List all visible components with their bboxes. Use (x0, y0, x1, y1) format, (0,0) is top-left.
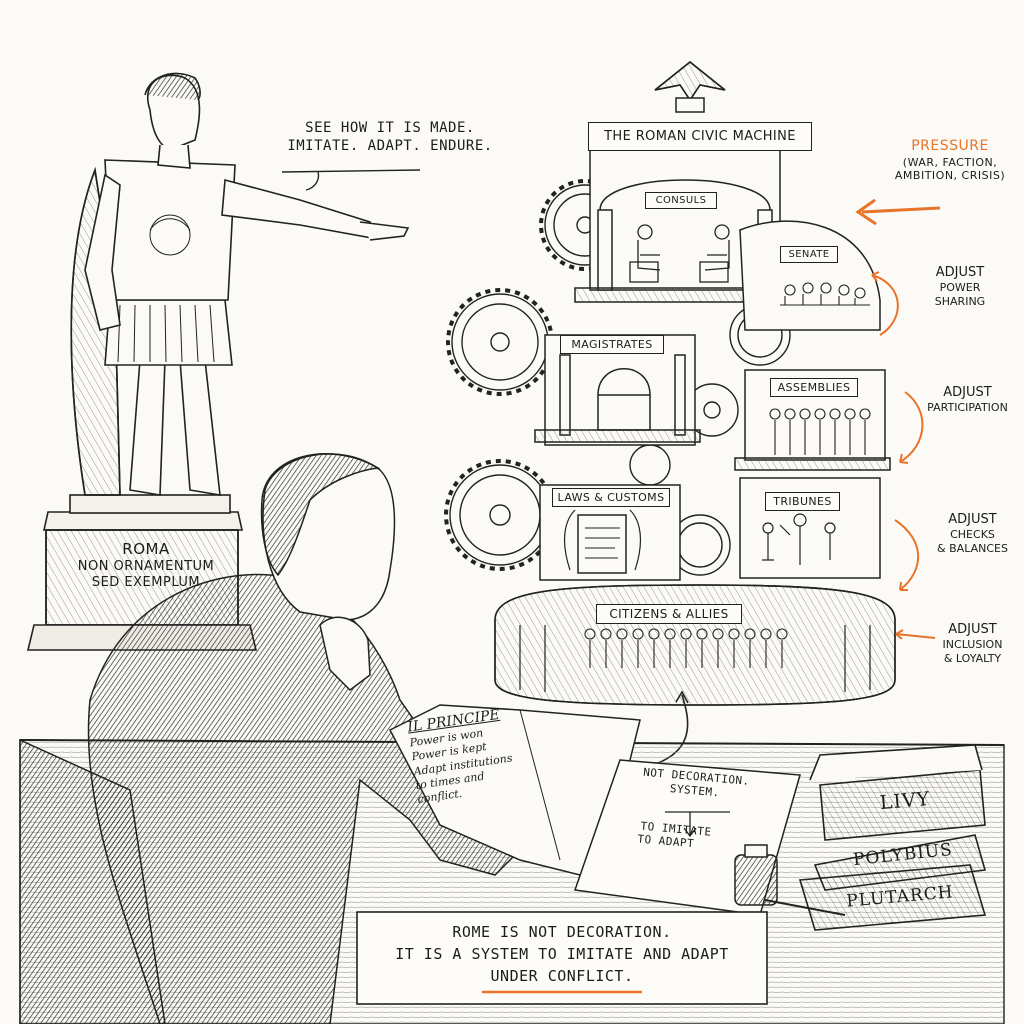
pedestal-line-2: NON ORNAMENTUM (77, 558, 215, 574)
adjust-arrows (871, 271, 936, 640)
adjust-word: ADJUST (948, 622, 997, 637)
adjust-line: & LOYALTY (943, 652, 1002, 665)
adjust-line: INCLUSION (942, 638, 1003, 652)
speech-line-2: IMITATE. ADAPT. ENDURE. (287, 137, 493, 154)
book-page-text: IL PRINCIPE Power is won Power is kept A… (406, 702, 537, 808)
adjust-line: PARTICIPATION (927, 401, 1008, 415)
label-assemblies: ASSEMBLIES (770, 378, 858, 397)
adjust-line: CHECKS (950, 528, 995, 542)
label-tribunes: TRIBUNES (765, 492, 840, 511)
speech-line-1: SEE HOW IT IS MADE. (305, 120, 475, 136)
adjust-line: & BALANCES (937, 542, 1008, 555)
machine-title: THE ROMAN CIVIC MACHINE (588, 122, 812, 151)
pedestal-line-3: SED EXEMPLUM (91, 575, 201, 590)
caption: ROME IS NOT DECORATION. IT IS A SYSTEM T… (357, 922, 767, 987)
label-senate: SENATE (780, 246, 838, 263)
label-citizens-allies: CITIZENS & ALLIES (596, 604, 742, 624)
pressure-line-2: AMBITION, CRISIS) (894, 169, 1006, 183)
adjust-inclusion-loyalty: ADJUST INCLUSION & LOYALTY (925, 622, 1020, 666)
adjust-word: ADJUST (935, 265, 985, 280)
label-magistrates: MAGISTRATES (560, 335, 664, 354)
speech-bubble: SEE HOW IT IS MADE. IMITATE. ADAPT. ENDU… (280, 120, 500, 155)
note-text: NOT DECORATION. SYSTEM. TO IMITATE TO AD… (637, 766, 793, 860)
adjust-line: POWER (939, 281, 981, 295)
adjust-word: ADJUST (948, 512, 997, 527)
caption-line-3: UNDER CONFLICT. (490, 966, 634, 985)
caption-line-1: ROME IS NOT DECORATION. (452, 923, 672, 941)
caption-box (356, 911, 768, 1005)
adjust-line: SHARING (934, 295, 986, 308)
speech-tail (281, 169, 421, 191)
pressure-line-1: (WAR, FACTION, (902, 155, 998, 169)
label-laws-customs: LAWS & CUSTOMS (552, 488, 670, 507)
pedestal-inscription: ROMA NON ORNAMENTUM SED EXEMPLUM (60, 540, 232, 591)
pressure-arrow (855, 198, 941, 226)
adjust-power-sharing: ADJUST POWER SHARING (905, 265, 1015, 309)
adjust-checks-balances: ADJUST CHECKS & BALANCES (925, 512, 1020, 556)
pressure-title: PRESSURE (911, 138, 989, 154)
adjust-word: ADJUST (943, 385, 992, 400)
adjust-participation: ADJUST PARTICIPATION (915, 385, 1020, 415)
civic-machine (444, 61, 896, 706)
caption-line-2: IT IS A SYSTEM TO IMITATE AND ADAPT (395, 944, 729, 963)
pressure-block: PRESSURE (WAR, FACTION, AMBITION, CRISIS… (880, 138, 1020, 183)
label-consuls: CONSULS (645, 192, 717, 209)
book-stack (798, 744, 987, 931)
pedestal-line-1: ROMA (122, 540, 170, 558)
